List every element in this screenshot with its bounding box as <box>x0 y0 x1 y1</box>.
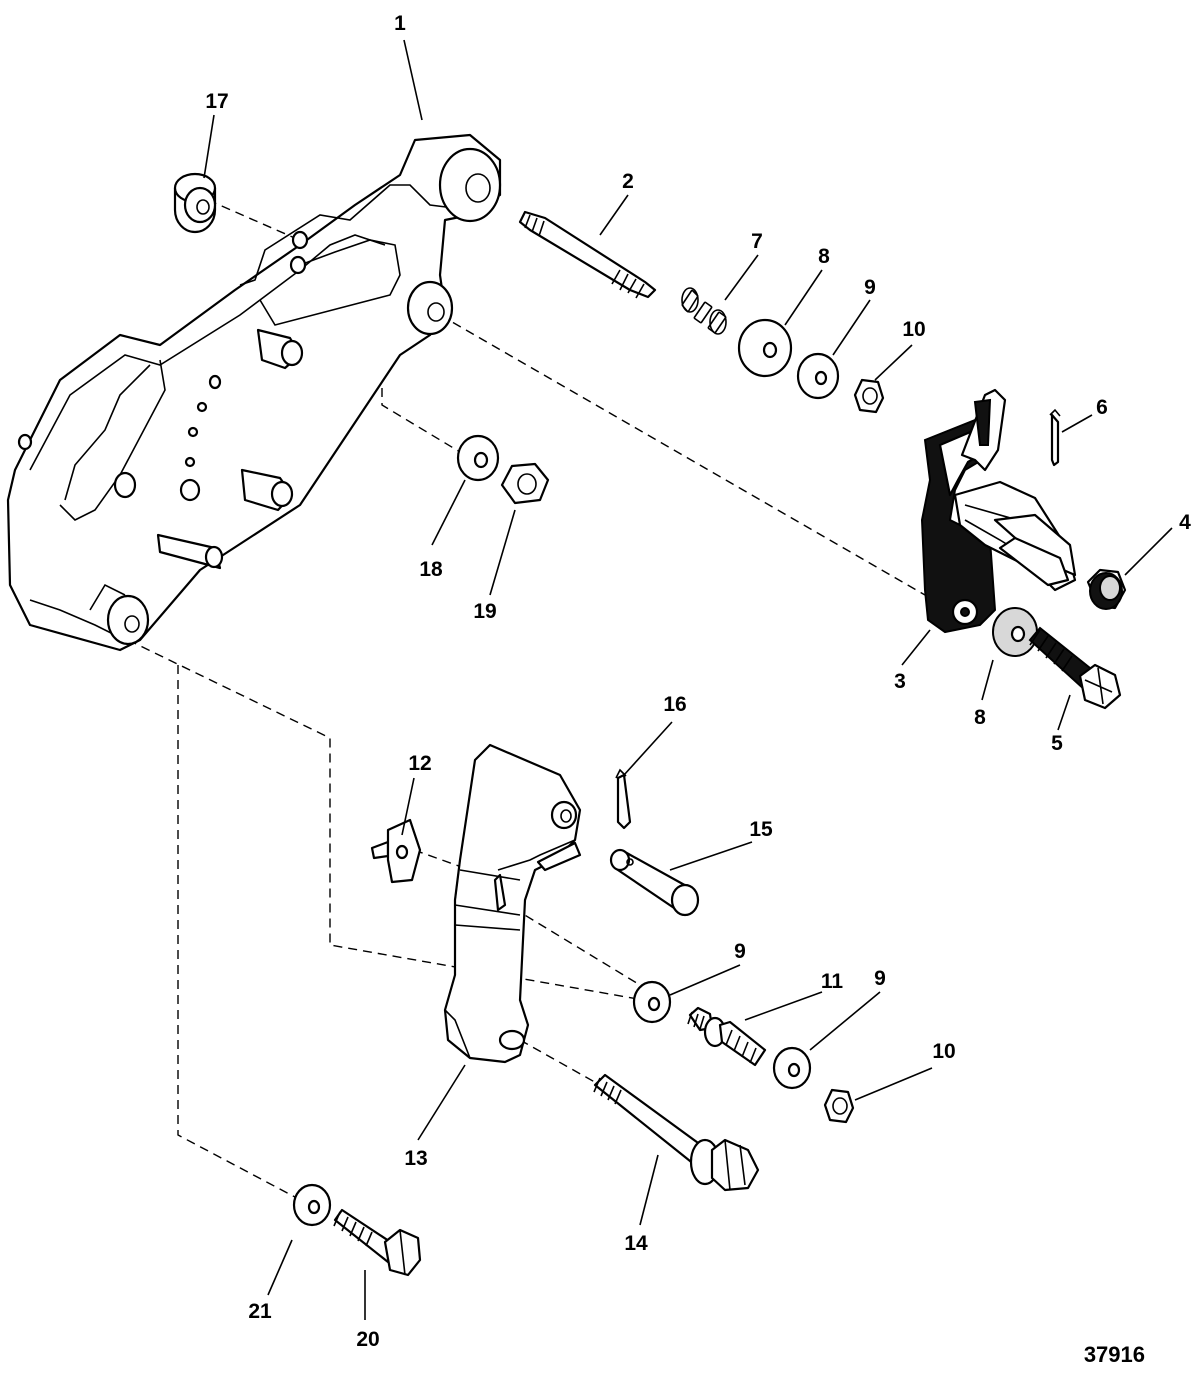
callout-labels: 1 2 3 4 5 6 7 8 8 9 9 9 10 10 11 12 13 1… <box>205 12 1191 1351</box>
washer-part-21 <box>292 1183 332 1227</box>
stud-part-2 <box>518 210 657 299</box>
callout-13: 13 <box>404 1147 427 1170</box>
cap-part-4 <box>1086 568 1127 610</box>
callout-17: 17 <box>205 90 228 113</box>
washer-part-8-lower <box>992 607 1038 657</box>
cotter-pin-part-16 <box>615 768 632 830</box>
callout-8-lower: 8 <box>974 706 986 729</box>
washer-part-9-middle <box>632 980 672 1024</box>
callout-9-lower: 9 <box>874 967 886 990</box>
callout-10-lower: 10 <box>932 1040 955 1063</box>
callout-6: 6 <box>1096 396 1108 419</box>
stud-part-11 <box>687 1006 767 1067</box>
nut-part-10-lower <box>823 1088 855 1124</box>
callout-18: 18 <box>419 558 443 581</box>
callout-8-upper: 8 <box>818 245 830 268</box>
nut-part-10-upper <box>853 378 885 414</box>
washer-part-9-lower <box>772 1046 812 1090</box>
lever-arm-part-13 <box>443 743 582 1064</box>
callout-4: 4 <box>1179 511 1191 534</box>
washer-part-8-upper <box>737 318 793 378</box>
callout-1: 1 <box>394 12 406 35</box>
callout-12: 12 <box>408 752 431 775</box>
bracket-part-1 <box>6 133 502 652</box>
washer-part-18 <box>456 434 500 482</box>
callout-3: 3 <box>894 670 906 693</box>
callout-14: 14 <box>624 1232 648 1255</box>
cotter-pin-part-6 <box>1049 408 1061 467</box>
callout-21: 21 <box>248 1300 272 1323</box>
washer-part-9-upper <box>796 352 840 400</box>
flange-bolt-part-14 <box>593 1073 760 1192</box>
lever-part-3 <box>920 388 1077 634</box>
clevis-pin-part-15 <box>609 848 700 917</box>
callout-2: 2 <box>622 170 634 193</box>
callout-11: 11 <box>821 970 844 993</box>
callout-10-upper: 10 <box>902 318 925 341</box>
callout-5: 5 <box>1051 732 1063 755</box>
callout-19: 19 <box>473 600 496 623</box>
callout-15: 15 <box>749 818 773 841</box>
callout-9-middle: 9 <box>734 940 746 963</box>
leader-lines <box>203 39 1173 1320</box>
nut-part-19 <box>500 462 550 505</box>
callout-7: 7 <box>751 230 763 253</box>
figure-number: 37916 <box>1084 1342 1145 1367</box>
plate-part-12 <box>370 818 422 884</box>
callout-20: 20 <box>356 1328 379 1351</box>
bolt-part-5 <box>1028 626 1122 710</box>
callout-16: 16 <box>663 693 686 716</box>
screw-part-20 <box>333 1208 422 1277</box>
callout-9-upper: 9 <box>864 276 876 299</box>
spring-part-7 <box>681 287 727 335</box>
bushing-part-17 <box>173 172 217 234</box>
